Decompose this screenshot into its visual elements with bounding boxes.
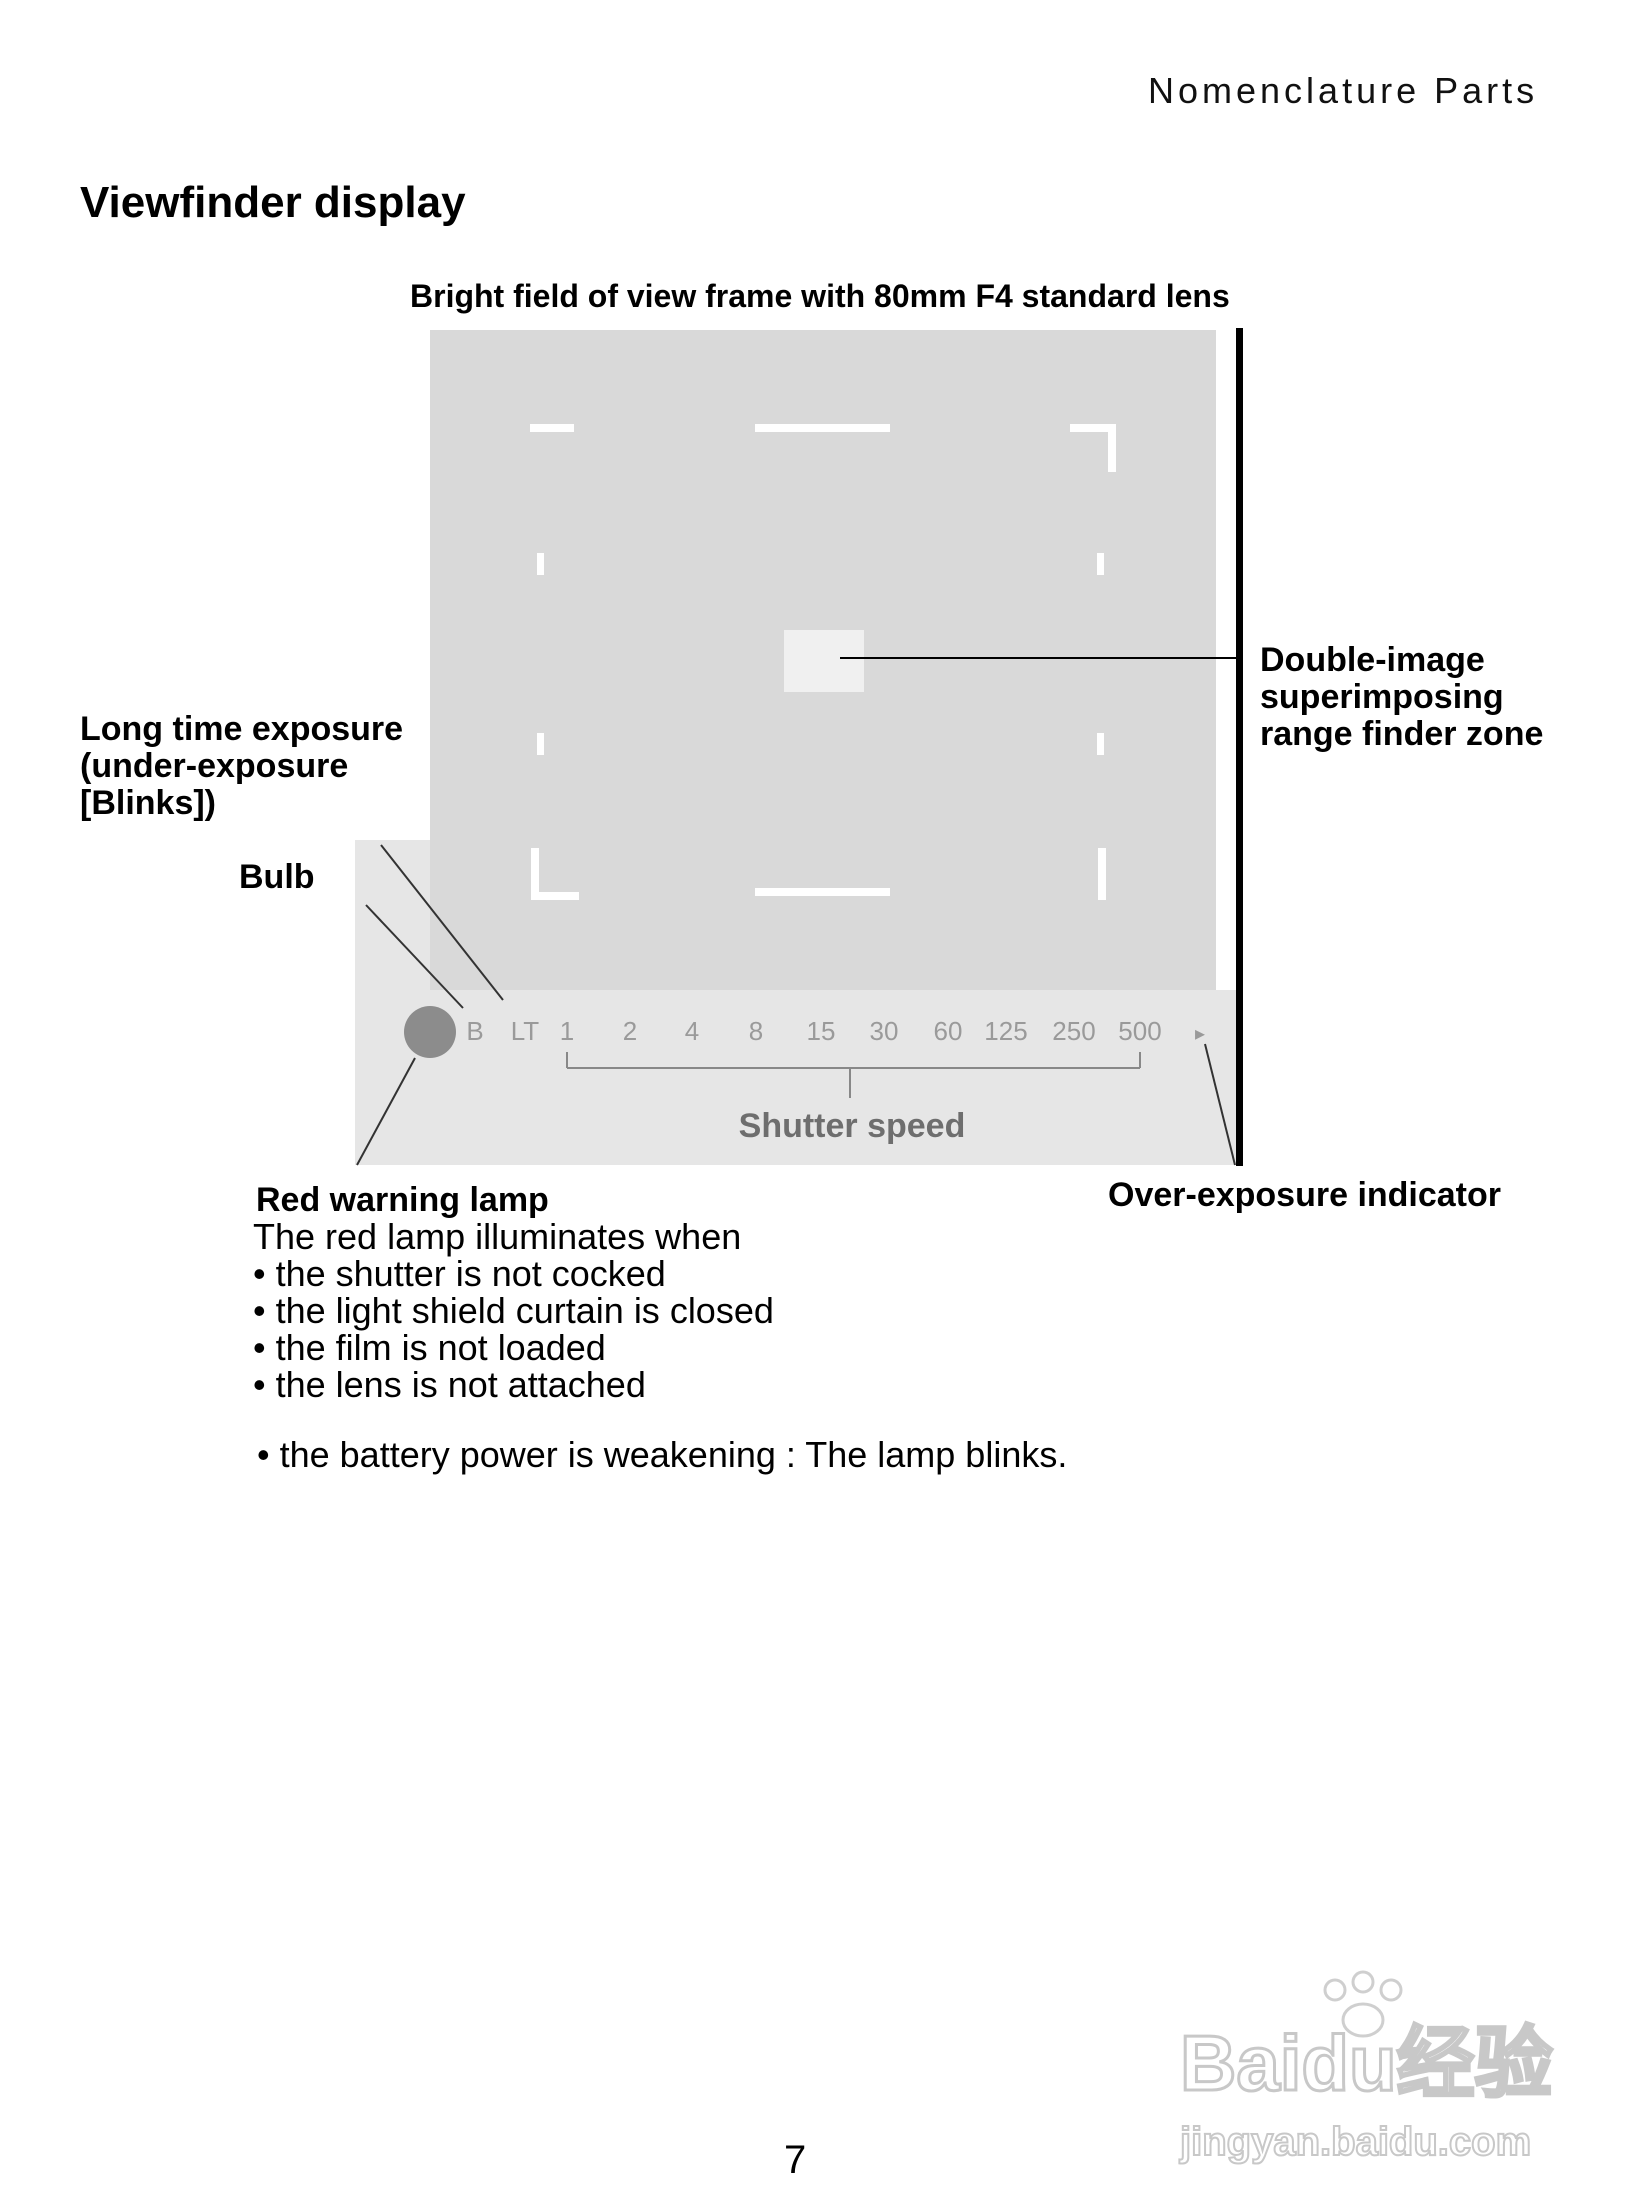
shutter-speed-bracket — [566, 1052, 1141, 1098]
over-exposure-leader — [1204, 1043, 1236, 1166]
scale-mark-250: 250 — [1052, 1016, 1095, 1046]
rangefinder-patch — [784, 630, 864, 692]
condition-item: • the shutter is not cocked — [253, 1253, 666, 1294]
over-exposure-arrow: ▸ — [1195, 1023, 1205, 1045]
page-title: Viewfinder display — [80, 178, 466, 227]
scale-mark-b: B — [466, 1016, 483, 1046]
rangefinder-label: Double-image superimposing range finder … — [1260, 642, 1543, 753]
rangefinder-label-line-3: range finder zone — [1260, 715, 1544, 753]
frame-mark-top-center — [755, 424, 890, 432]
condition-item: • the lens is not attached — [253, 1364, 646, 1405]
frame-mark-mid-left-upper — [537, 553, 544, 575]
condition-item: • the film is not loaded — [253, 1327, 606, 1368]
page-number: 7 — [784, 2138, 807, 2182]
display-area — [355, 990, 1240, 1165]
over-exposure-label: Over-exposure indicator — [1108, 1176, 1502, 1214]
section-header: Nomenclature Parts — [1148, 70, 1539, 111]
frame-mark-mid-left-lower — [537, 733, 544, 755]
scale-mark-4: 4 — [685, 1016, 699, 1046]
baidu-watermark-logo: Baidu经验 jingyan.baidu.com — [1178, 1970, 1554, 2165]
scale-mark-lt: LT — [511, 1016, 540, 1046]
scale-marks: B LT 1 2 4 8 15 30 60 125 250 500 ▸ — [466, 1016, 1205, 1046]
frame-mark-top-right — [1070, 424, 1116, 432]
scale-mark-1: 1 — [560, 1016, 574, 1046]
scale-mark-15: 15 — [807, 1016, 836, 1046]
frame-label: Bright field of view frame with 80mm F4 … — [410, 278, 1230, 314]
frame-edge — [1236, 328, 1243, 1166]
frame-mark-bottom-left — [531, 892, 579, 900]
frame-mark-top-left — [530, 424, 574, 432]
long-time-label: Long time exposure (under-exposure [Blin… — [80, 711, 403, 822]
long-time-label-line-3: [Blinks]) — [80, 784, 216, 822]
red-lamp-intro: The red lamp illuminates when — [253, 1216, 742, 1257]
rangefinder-label-line-1: Double-image — [1260, 641, 1485, 679]
bulb-leader — [365, 904, 464, 1009]
red-warning-lamp — [404, 1006, 456, 1058]
scale-mark-500: 500 — [1118, 1016, 1161, 1046]
scale-mark-2: 2 — [623, 1016, 637, 1046]
red-lamp-description: The red lamp illuminates when • the shut… — [253, 1218, 774, 1403]
frame-mark-mid-right-lower — [1097, 733, 1104, 755]
display-area-left — [355, 840, 430, 990]
frame-mark-bottom-right-v — [1098, 848, 1106, 900]
scale-mark-125: 125 — [984, 1016, 1027, 1046]
viewfinder-illustration: B LT 1 2 4 8 15 30 60 125 250 500 ▸ Shut… — [355, 328, 1243, 1166]
bulb-label: Bulb — [239, 858, 315, 896]
long-time-label-line-2: (under-exposure — [80, 747, 349, 785]
scale-mark-60: 60 — [934, 1016, 963, 1046]
condition-item: • the light shield curtain is closed — [253, 1290, 774, 1331]
frame-mark-mid-right-upper — [1097, 553, 1104, 575]
long-time-leader — [380, 844, 504, 1001]
long-time-label-line-1: Long time exposure — [80, 710, 404, 748]
frame-mark-top-right-v — [1108, 424, 1116, 472]
frame-mark-bottom-center — [755, 888, 890, 896]
rangefinder-label-line-2: superimposing — [1260, 678, 1504, 716]
scale-mark-30: 30 — [870, 1016, 899, 1046]
scale-mark-8: 8 — [749, 1016, 763, 1046]
watermark-url: jingyan.baidu.com — [1179, 2120, 1531, 2164]
frame-mark-bottom-left-v — [531, 848, 539, 900]
bright-frame-marks — [530, 424, 1116, 900]
watermark-brand: Baidu经验 — [1180, 2019, 1553, 2107]
shutter-speed-caption: Shutter speed — [739, 1107, 966, 1145]
battery-note: • the battery power is weakening : The l… — [257, 1434, 1068, 1475]
red-lamp-label: Red warning lamp — [256, 1181, 549, 1219]
lamp-leader — [356, 1057, 416, 1166]
